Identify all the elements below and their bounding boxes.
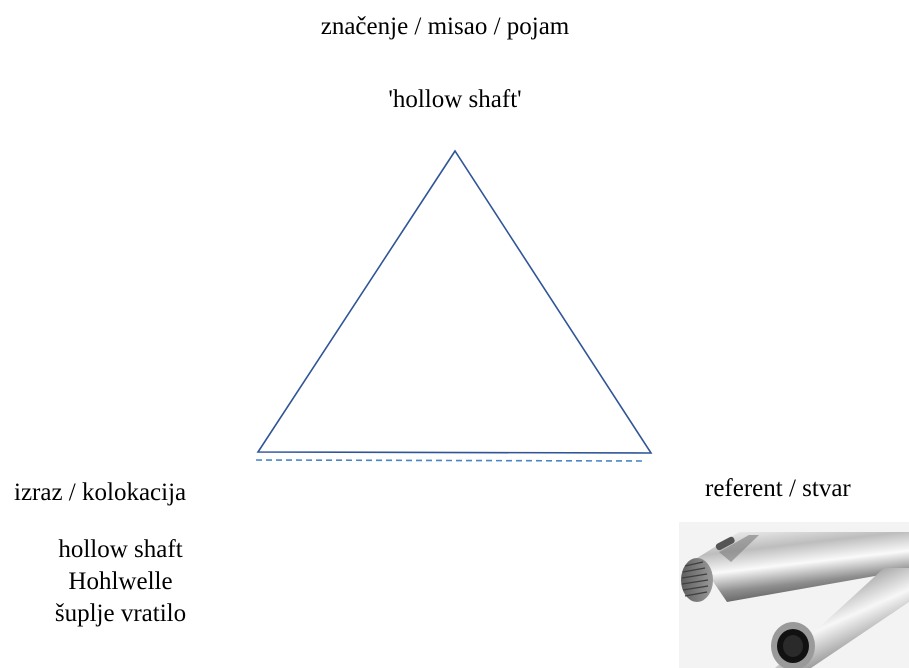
expression-terms: hollow shaft Hohlwelle šuplje vratilo	[18, 534, 223, 630]
term-croatian: šuplje vratilo	[54, 600, 187, 627]
meaning-label: značenje / misao / pojam	[320, 13, 570, 40]
referent-label: referent / stvar	[705, 475, 851, 502]
term-german: Hohlwelle	[68, 568, 173, 595]
expression-label: izraz / kolokacija	[14, 479, 187, 506]
dashed-base-line	[255, 459, 644, 462]
triangle-shape	[256, 149, 653, 454]
term-english: hollow shaft	[58, 536, 183, 563]
meaning-example: 'hollow shaft'	[388, 86, 522, 113]
hollow-shaft-photo	[679, 522, 909, 668]
